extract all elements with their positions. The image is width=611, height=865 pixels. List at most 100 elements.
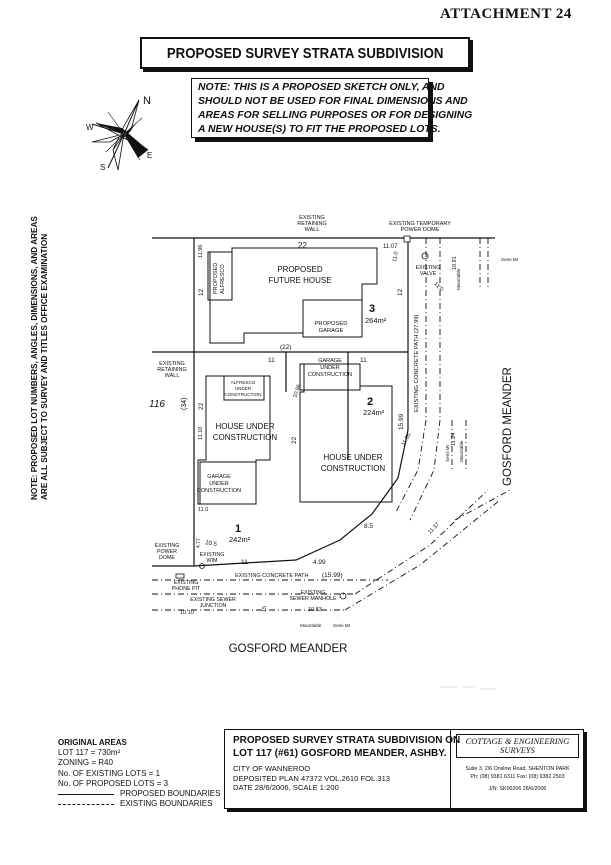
dim-label: 10.83: [308, 607, 322, 613]
sewer-junction-label: EXISTING SEWER: [190, 597, 236, 603]
dim-label: 15: [262, 606, 268, 612]
lot-2-area: 224m²: [363, 408, 385, 417]
north-arrow-compass-icon: [91, 99, 149, 171]
sewer-manhole-label: EXISTING: [301, 590, 326, 596]
dim-label: 11.10: [198, 427, 204, 440]
deposited-plan-label: DEPOSITED PLAN 47372 VOL.2610 FOL.313: [233, 773, 391, 783]
retaining-wall-label-line: RETAINING: [297, 221, 327, 227]
dim-label: 11: [360, 357, 367, 364]
dim-label: (22): [280, 344, 292, 351]
note-line: NOTE: THIS IS A PROPOSED SKETCH ONLY, AN…: [198, 82, 445, 93]
temp-power-dome-label-line: POWER DOME: [401, 227, 440, 233]
dim-label: 11.24: [451, 433, 457, 446]
dim-label: 11: [268, 357, 275, 364]
original-areas-line: ZONING = R40: [58, 758, 113, 768]
garage-uc-1-label: GARAGE: [207, 474, 231, 480]
lot-3-number: 3: [369, 303, 375, 315]
dim-label: 12: [397, 288, 404, 296]
sewer-manhole-label: SEWER MANHOLE: [289, 596, 337, 602]
road-name-right: GOSFORD MEANDER: [502, 367, 514, 486]
dim-label: 22: [198, 402, 205, 410]
side-note-line: ARE ALL SUBJECT TO SURVEY AND TITLES OFF…: [40, 233, 49, 500]
temp-power-dome-label-line: EXISTING TEMPORARY: [389, 221, 451, 227]
legend-proposed: PROPOSED BOUNDARIES: [58, 789, 220, 799]
original-areas-line: LOT 117 = 730m²: [58, 748, 121, 758]
power-dome-label: POWER: [157, 549, 177, 555]
proposed-garage-label-line: GARAGE: [319, 328, 344, 334]
legend-existing-label: EXISTING BOUNDARIES: [120, 799, 213, 809]
attachment-label: ATTACHMENT 24: [440, 6, 572, 22]
garage-uc-2-label: UNDER: [320, 365, 340, 371]
title-block-line: PROPOSED SURVEY STRATA SUBDIVISION ON: [233, 735, 461, 746]
note-line: AREAS FOR SELLING PURPOSES OR FOR DESIGN…: [198, 110, 473, 121]
sewer-manhole-icon: [339, 592, 347, 600]
garage-uc-2-label: GARAGE: [318, 358, 342, 364]
garage-uc-2-label: CONSTRUCTION: [308, 372, 352, 378]
page-title: PROPOSED SURVEY STRATA SUBDIVISION: [166, 44, 444, 62]
logo-line: COTTAGE & ENGINEERING: [465, 736, 570, 746]
dim-label: 11.37: [427, 522, 441, 536]
alfresco-uc-label: ALFRESCO: [231, 380, 256, 385]
dim-label: 10.10: [180, 610, 194, 616]
original-areas-line: No. OF PROPOSED LOTS = 3: [58, 778, 169, 788]
surveyor-phone: Ph: (08) 9381 6311 Fax: (08) 9382 2503: [470, 773, 565, 780]
existing-boundaries: [152, 238, 511, 611]
semi-mt-top-label: Semi Mt: [501, 257, 519, 262]
alfresco-uc-label: CONSTRUCTION: [224, 392, 261, 397]
dim-label: 11.96: [198, 245, 204, 258]
faint-stamp-marks: [440, 686, 496, 690]
dim-label: 11.05: [401, 432, 413, 447]
note-line: A NEW HOUSE(S) TO FIT THE PROPOSED LOTS.: [198, 124, 441, 135]
building-footprints: [197, 247, 393, 505]
temp-power-dome-icon: [403, 235, 411, 243]
power-dome-label: EXISTING: [155, 543, 180, 549]
dim-label: 11: [241, 559, 248, 566]
dim-label: 22: [298, 241, 307, 250]
house-uc-1-label: CONSTRUCTION: [213, 433, 278, 442]
wim-label: EXISTING: [200, 552, 225, 558]
wim-label: WIM: [207, 558, 218, 564]
road-name-bottom: GOSFORD MEANDER: [229, 643, 348, 655]
dim-label: 8.5: [364, 523, 373, 530]
side-disclaimer-note: NOTE: PROPOSED LOT NUMBERS, ANGLES, DIME…: [30, 20, 50, 500]
lot-boundaries: [152, 237, 495, 567]
lot-2-number: 2: [367, 396, 373, 408]
power-dome-label: DOME: [159, 555, 175, 561]
compass-e: E: [147, 151, 152, 160]
dim-label: 4.77: [196, 538, 202, 548]
alfresco-uc-label: UNDER: [235, 386, 252, 391]
phone-pit-label: EXISTING: [174, 580, 199, 586]
lot-1-area: 242m²: [229, 535, 251, 544]
power-dome-icon: [199, 563, 205, 569]
city-label: CITY OF WANNEROO: [233, 764, 311, 773]
surveyor-block: COTTAGE & ENGINEERING SURVEYS Suite 3, 2…: [452, 730, 583, 808]
dim-label: 15.99: [398, 413, 405, 430]
logo-line: SURVEYS: [500, 745, 535, 755]
garage-uc-1-label: CONSTRUCTION: [197, 488, 241, 494]
proposed-alfresco-label: ALFRESCO: [220, 264, 226, 294]
original-areas-heading: ORIGINAL AREAS: [58, 738, 127, 747]
original-areas-line: No. OF EXISTING LOTS = 1: [58, 768, 161, 778]
dim-label: 11.0: [433, 281, 445, 293]
concrete-path-h-length: (15.99): [322, 572, 343, 579]
compass-n: N: [143, 95, 151, 107]
dim-label: 10.91: [452, 256, 458, 270]
legend-existing: EXISTING BOUNDARIES: [58, 799, 220, 809]
dim-label: 11.0: [392, 251, 400, 262]
dim-label: 10.5: [205, 540, 218, 548]
phone-pit-icon: [175, 573, 185, 579]
side-note-line: NOTE: PROPOSED LOT NUMBERS, ANGLES, DIME…: [30, 216, 39, 500]
job-number: J/N: SK00206 28/6/2006: [488, 786, 547, 792]
future-house-label-line: PROPOSED: [277, 265, 323, 274]
concrete-path-v-label: EXISTING CONCRETE PATH (27.99): [414, 315, 420, 412]
semi-mt-bottom-label: Semi Mt: [333, 623, 351, 628]
existing-valve-label-line: VALVE: [420, 271, 437, 277]
concrete-path-h-label: EXISTING CONCRETE PATH: [235, 573, 308, 579]
lot-116-label: 116: [149, 399, 165, 410]
retaining-wall-left-label: WALL: [165, 373, 180, 379]
dim-label: 4.99: [313, 559, 326, 566]
surveyor-address: Suite 3, 2/6 Onslow Road, SHENTON PARK: [465, 766, 570, 772]
phone-pit-label: PHONE PIT: [172, 586, 201, 592]
mountable-mid-label: Mountable: [459, 440, 464, 462]
